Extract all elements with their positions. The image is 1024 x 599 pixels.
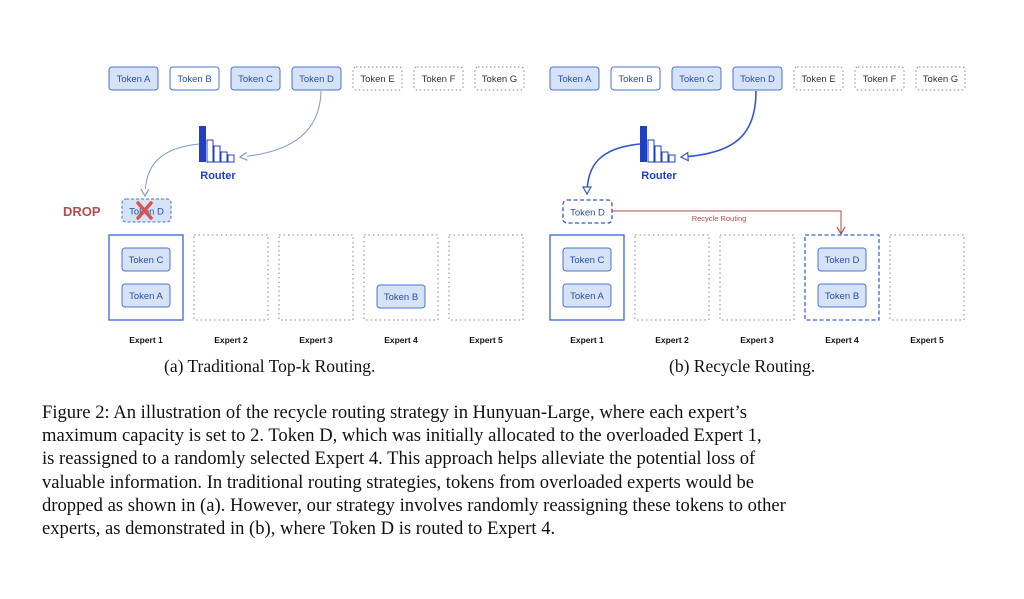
token-box: Token C — [121, 247, 171, 272]
token-box: Token C — [671, 66, 722, 91]
token-label: Token C — [129, 255, 164, 266]
token-box: Token E — [793, 66, 844, 91]
expert-label: Expert 1 — [570, 335, 604, 345]
token-box: Token A — [562, 283, 612, 308]
expert-label: Expert 5 — [469, 335, 503, 345]
expert-1: Token C Token A Expert 1 — [549, 234, 625, 345]
token-box: Token B — [817, 283, 867, 308]
expert-4: Token B Expert 4 — [363, 234, 439, 345]
caption-line: maximum capacity is set to 2. Token D, w… — [42, 425, 762, 447]
expert-3: Expert 3 — [278, 234, 354, 345]
token-label: Token C — [238, 74, 273, 85]
token-box: Token E — [352, 66, 403, 91]
arrow-router-to-token-d — [587, 143, 641, 194]
token-box: Token B — [610, 66, 661, 91]
token-label: Token G — [482, 74, 517, 85]
caption-line: Figure 2: An illustration of the recycle… — [42, 402, 747, 423]
token-label: Token B — [384, 292, 418, 303]
token-box: Token A — [121, 283, 171, 308]
expert-4: Token D Token B Expert 4 — [804, 234, 880, 345]
panel-a-token-row: Token A Token B Token C Token D Token E Token… — [108, 66, 525, 91]
token-box: Token A — [108, 66, 159, 91]
router-label: Router — [200, 170, 236, 182]
token-box: Token C — [562, 247, 612, 272]
token-box: Token G — [915, 66, 966, 91]
token-label: Token E — [801, 74, 835, 85]
token-label: Token E — [360, 74, 394, 85]
subcaption-b: (b) Recycle Routing. — [669, 356, 816, 376]
drop-label: DROP — [63, 204, 101, 219]
token-box: Token C — [230, 66, 281, 91]
token-box: Token B — [169, 66, 220, 91]
expert-label: Expert 2 — [214, 335, 248, 345]
token-box: Token B — [376, 284, 426, 309]
token-box: Token F — [854, 66, 905, 91]
expert-label: Expert 3 — [740, 335, 774, 345]
caption-line: valuable information. In traditional rou… — [42, 471, 755, 493]
expert-label: Expert 1 — [129, 335, 163, 345]
caption-line: dropped as shown in (a). However, our st… — [42, 494, 786, 516]
token-label: Token F — [863, 74, 897, 85]
token-label: Token C — [679, 74, 714, 85]
recycle-routing-arrow — [612, 210, 846, 236]
token-label: Token A — [570, 291, 604, 302]
token-label: Token B — [177, 74, 211, 85]
token-box: Token F — [413, 66, 464, 91]
token-label: Token A — [558, 74, 592, 85]
cross-icon — [136, 201, 153, 220]
expert-label: Expert 4 — [384, 335, 418, 345]
caption-line: experts, as demonstrated in (b), where T… — [42, 518, 556, 540]
token-label: Token B — [825, 291, 859, 302]
panel-a-expert-row: Token C Token A Expert 1 Expert 2 Expert 3 To… — [108, 234, 524, 345]
expert-label: Expert 2 — [655, 335, 689, 345]
panel-b-expert-row: Token C Token A Expert 1 Expert 2 Expert 3 To… — [549, 234, 965, 345]
token-box: Token D — [817, 247, 867, 272]
arrow-token-d-to-router — [238, 90, 322, 161]
expert-label: Expert 5 — [910, 335, 944, 345]
token-box: Token A — [549, 66, 600, 91]
arrow-token-d-to-router — [681, 90, 757, 157]
token-label: Token D — [299, 74, 334, 85]
expert-2: Expert 2 — [634, 234, 710, 345]
token-label: Token G — [923, 74, 958, 85]
expert-5: Expert 5 — [889, 234, 965, 345]
router-icon — [640, 126, 676, 163]
token-box: Token G — [474, 66, 525, 91]
expert-1: Token C Token A Expert 1 — [108, 234, 184, 345]
rerouted-token: Token D — [562, 199, 613, 224]
arrow-router-to-drop — [140, 143, 200, 198]
recycle-routing-label: Recycle Routing — [692, 214, 747, 223]
token-label: Token A — [129, 291, 163, 302]
token-label: Token B — [618, 74, 652, 85]
panel-a: Token A Token B Token C Token D Token E Token… — [63, 66, 525, 345]
token-label: Token C — [570, 255, 605, 266]
token-box: Token D — [291, 66, 342, 91]
expert-3: Expert 3 — [719, 234, 795, 345]
expert-2: Expert 2 — [193, 234, 269, 345]
token-label: Token A — [117, 74, 151, 85]
token-box: Token D — [732, 66, 783, 91]
router-label: Router — [641, 170, 677, 182]
token-label: Token D — [825, 255, 860, 266]
expert-label: Expert 4 — [825, 335, 859, 345]
token-label: Token F — [422, 74, 456, 85]
panel-b-token-row: Token A Token B Token C Token D Token E Token… — [549, 66, 966, 91]
rerouted-token-label: Token D — [570, 208, 605, 219]
subcaption-a: (a) Traditional Top-k Routing. — [164, 356, 376, 376]
expert-label: Expert 3 — [299, 335, 333, 345]
token-label: Token D — [740, 74, 775, 85]
panel-b: Token A Token B Token C Token D Token E Token… — [549, 66, 966, 345]
figure-caption: Figure 2: An illustration of the recycle… — [42, 401, 987, 540]
router-icon — [199, 126, 235, 163]
expert-5: Expert 5 — [448, 234, 524, 345]
caption-line: is reassigned to a randomly selected Exp… — [42, 448, 756, 470]
